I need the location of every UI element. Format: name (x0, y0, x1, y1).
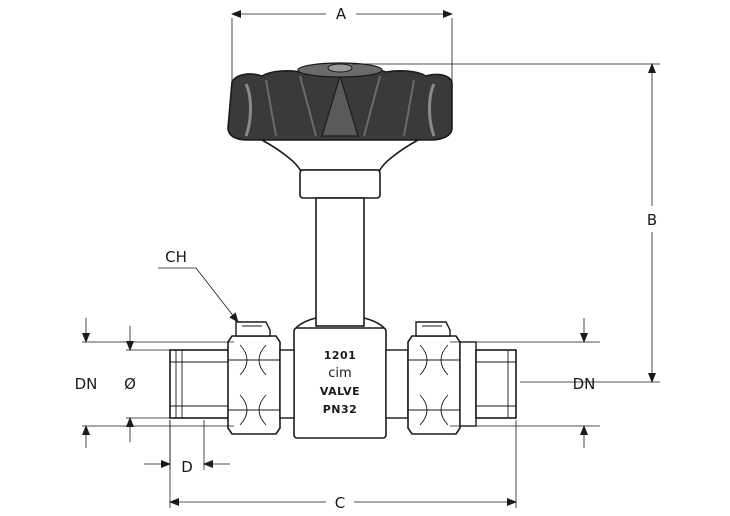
dimension-b: B (352, 63, 660, 383)
dimension-a: A (231, 5, 453, 84)
dimension-diameter-label: Ø (124, 375, 136, 393)
dimension-b-label: B (647, 211, 657, 229)
handwheel-nut (327, 63, 353, 73)
handwheel-rib (403, 79, 415, 137)
dimension-dn-left-label: DN (75, 375, 98, 393)
body-type-text: VALVE (320, 385, 360, 398)
handwheel-rib (244, 83, 252, 137)
handwheel-rib (363, 75, 381, 137)
handwheel (227, 62, 453, 199)
dimension-d-label: D (181, 458, 193, 476)
dimension-dn-left: DN (75, 318, 234, 448)
dimension-a-label: A (336, 5, 347, 23)
dimension-dn-right: DN (450, 318, 600, 448)
handwheel-collar (299, 169, 381, 199)
stem (293, 197, 387, 331)
dimension-ch: CH (158, 248, 239, 323)
handwheel-rib (265, 79, 277, 137)
right-union (385, 321, 517, 435)
dimension-ch-label: CH (165, 248, 187, 266)
handwheel-hub (258, 139, 422, 171)
handwheel-spoke (321, 73, 359, 137)
body-model-text: 1201 (324, 349, 357, 362)
dimension-dn-right-label: DN (573, 375, 596, 393)
valve-body: 1201 cim VALVE PN32 (293, 327, 387, 439)
handwheel-rib (428, 83, 436, 137)
body-pressure-text: PN32 (323, 403, 358, 416)
dimension-c-label: C (335, 494, 345, 512)
left-union (169, 321, 295, 435)
dimension-d: D (144, 420, 230, 476)
body-brand-text: cim (328, 366, 351, 381)
dimension-diameter: Ø (124, 326, 170, 442)
handwheel-rib (299, 75, 317, 137)
